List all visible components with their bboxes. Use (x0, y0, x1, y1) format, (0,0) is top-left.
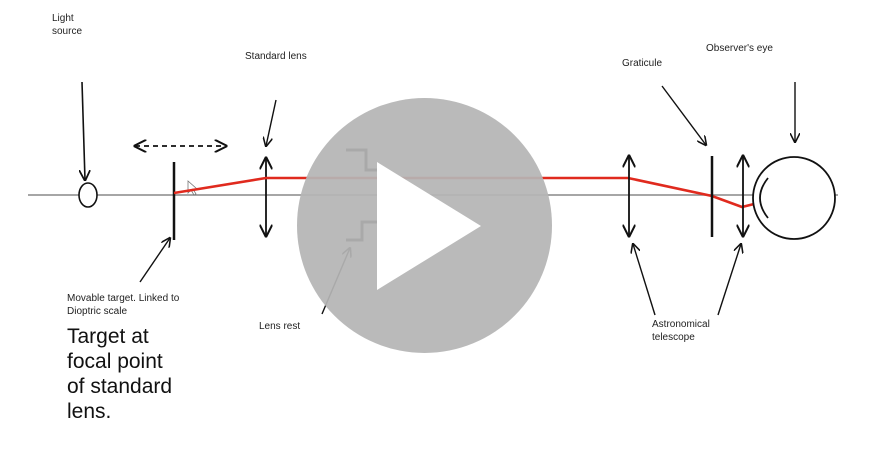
standard-lens-label: Standard lens (245, 51, 307, 62)
telescope-pointer-arrow-right (717, 244, 741, 316)
standard-lens-pointer-arrow (266, 99, 277, 146)
observer-eye (752, 156, 836, 240)
cursor-icon (187, 180, 199, 196)
play-icon (377, 162, 481, 290)
light-source-bulb (78, 182, 98, 208)
light-source-pointer-arrow (82, 81, 85, 180)
eye-cornea (759, 177, 769, 219)
movable-target-pointer-arrow (139, 238, 170, 283)
telescope-pointer-arrow-left (633, 244, 656, 316)
graticule-label: Graticule (622, 58, 663, 69)
astronomical-telescope-label: Astronomical telescope (652, 319, 710, 343)
movable-target-label: Movable target. Linked to Dioptric scale (67, 293, 180, 317)
observers-eye-label: Observer's eye (706, 43, 773, 54)
play-button[interactable] (297, 98, 552, 353)
light-source-label: Light source (52, 13, 83, 37)
lens-rest-label: Lens rest (259, 321, 301, 332)
graticule-pointer-arrow (661, 85, 706, 145)
caption-text: Target at focal point of standard lens. (67, 325, 173, 423)
